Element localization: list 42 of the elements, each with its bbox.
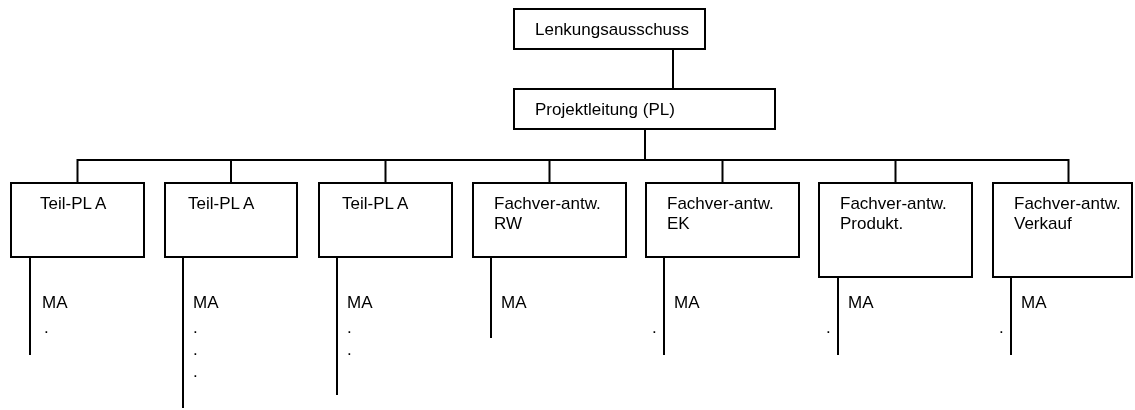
staff-label: MA	[501, 293, 527, 313]
box-label: Teil-PL A	[188, 194, 256, 214]
box-label: Projektleitung (PL)	[535, 100, 676, 120]
org-box	[472, 182, 627, 258]
staff-line	[29, 257, 31, 356]
staff-label: .	[347, 340, 352, 360]
staff-label: .	[193, 318, 198, 338]
org-box	[10, 182, 145, 258]
staff-label: MA	[42, 293, 68, 313]
staff-label: .	[347, 318, 352, 338]
org-box	[818, 182, 973, 278]
staff-label: MA	[347, 293, 373, 313]
staff-line	[336, 257, 338, 396]
staff-line	[490, 257, 492, 339]
box-label: Fachver-antw. RW	[494, 194, 602, 234]
connector-line	[672, 49, 674, 89]
staff-line	[663, 257, 665, 356]
box-label: Teil-PL A	[40, 194, 108, 214]
staff-label: .	[999, 318, 1004, 338]
staff-label: MA	[674, 293, 700, 313]
staff-label: MA	[1021, 293, 1047, 313]
box-label: Fachver-antw. EK	[667, 194, 775, 234]
org-box	[164, 182, 298, 258]
box-label: Lenkungsausschuss	[535, 20, 691, 40]
org-box	[513, 88, 776, 130]
org-box	[645, 182, 800, 258]
box-label: Fachver-antw. Verkauf	[1014, 194, 1122, 234]
org-box	[318, 182, 453, 258]
box-label: Fachver-antw. Produkt.	[840, 194, 948, 234]
box-label: Teil-PL A	[342, 194, 410, 214]
staff-label: .	[44, 318, 49, 338]
staff-label: .	[193, 362, 198, 382]
staff-label: MA	[848, 293, 874, 313]
staff-label: .	[193, 340, 198, 360]
staff-label: .	[826, 318, 831, 338]
staff-line	[837, 277, 839, 356]
staff-line	[182, 257, 184, 409]
org-box	[513, 8, 706, 50]
staff-label: MA	[193, 293, 219, 313]
staff-line	[1010, 277, 1012, 356]
staff-label: .	[652, 318, 657, 338]
org-box	[992, 182, 1133, 278]
